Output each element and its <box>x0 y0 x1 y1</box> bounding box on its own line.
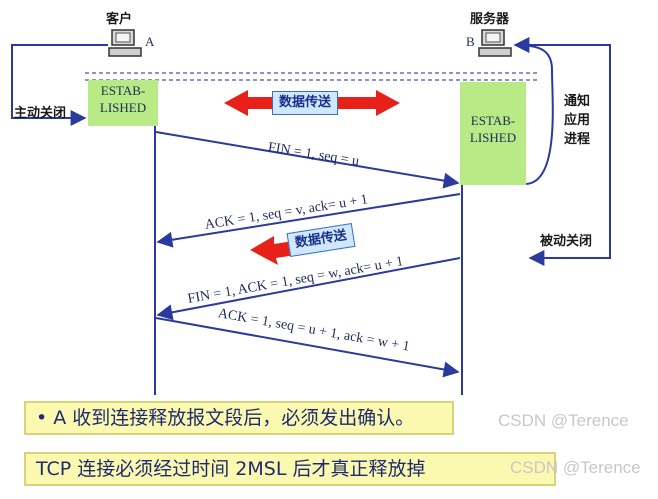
ack-arrow <box>156 193 461 248</box>
client-established-state: ESTAB- LISHED <box>88 80 158 126</box>
server-computer-icon <box>478 29 512 57</box>
client-computer-icon <box>108 29 142 57</box>
notify-app-bracket <box>513 37 554 185</box>
server-established-state: ESTAB- LISHED <box>460 82 526 185</box>
note-line2: TCP 连接必须经过时间 2MSL 后才真正释放掉 <box>24 452 556 486</box>
active-close-label: 主动关闭 <box>14 106 67 121</box>
data-transfer-top-label: 数据传送 <box>272 91 339 115</box>
note-bullet: • <box>36 407 48 429</box>
client-label: 客户 <box>106 12 133 27</box>
watermark-2: CSDN @Terence <box>510 458 641 477</box>
final-ack-arrow <box>155 317 460 378</box>
active-close-bracket <box>11 44 108 126</box>
watermark-1: CSDN @Terence <box>498 411 629 430</box>
note-line1: • A 收到连接释放报文段后，必须发出确认。 <box>24 401 454 435</box>
client-letter: A <box>145 34 155 49</box>
notify-app-label: 通知 应用 进程 <box>564 94 591 147</box>
server-label: 服务器 <box>470 12 510 27</box>
passive-close-bracket <box>518 44 611 266</box>
server-letter: B <box>466 34 475 49</box>
passive-close-label: 被动关闭 <box>540 234 593 249</box>
note-line2-text: TCP 连接必须经过时间 2MSL 后才真正释放掉 <box>36 458 426 480</box>
note-line1-text: A 收到连接释放报文段后，必须发出确认。 <box>53 407 415 429</box>
fin-ack-arrow <box>156 257 461 321</box>
fin-arrow <box>155 131 460 189</box>
